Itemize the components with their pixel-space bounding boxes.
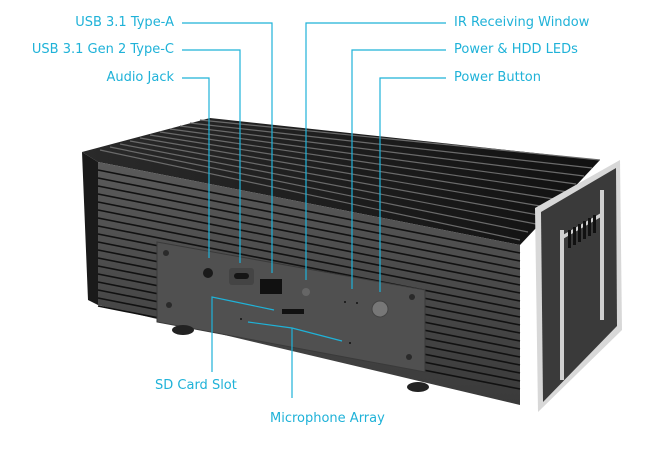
screw-icon (166, 302, 172, 308)
top-fin (189, 122, 593, 169)
leader-lines (182, 22, 446, 398)
top-fin (199, 119, 601, 161)
sd-card-slot (282, 309, 304, 314)
label-usb-c: USB 3.1 Gen 2 Type-C (31, 42, 174, 57)
fin-groove (97, 177, 521, 262)
power-led (344, 301, 346, 303)
usb-a-port (260, 279, 282, 294)
leader-usb-a (182, 22, 273, 273)
fin-groove (97, 193, 521, 278)
fin-groove (97, 169, 521, 254)
leader-usb-c (182, 49, 241, 263)
top-fin (159, 131, 569, 193)
label-microphone-array: Microphone Array (270, 411, 385, 426)
hdd-led (356, 302, 358, 304)
foot (172, 325, 194, 335)
end-plate (535, 160, 622, 412)
left-edge (82, 152, 98, 305)
fin-groove (97, 201, 521, 286)
label-usb-a: USB 3.1 Type-A (75, 15, 174, 30)
leader-sd (211, 296, 275, 372)
vent-slot (568, 230, 571, 248)
fin-groove (97, 185, 521, 270)
mic-hole (240, 318, 242, 320)
foot (407, 382, 429, 392)
top-fin (129, 140, 545, 217)
top-fin (119, 143, 537, 225)
leader-ir (305, 22, 446, 280)
label-leds: Power & HDD LEDs (454, 42, 578, 57)
ir-window (302, 288, 310, 296)
audio-jack-port (203, 268, 213, 278)
usb-c-port (234, 273, 249, 279)
top-fin (99, 149, 521, 241)
vent-slot (583, 221, 586, 239)
fin-groove (97, 225, 521, 310)
io-panel (156, 241, 426, 373)
leader-power (379, 77, 446, 292)
label-sd-card-slot: SD Card Slot (155, 378, 237, 393)
screw-icon (406, 354, 412, 360)
top-fin (149, 134, 561, 201)
top-fin (179, 125, 585, 177)
label-ir-window: IR Receiving Window (454, 15, 590, 30)
label-power-button: Power Button (454, 70, 541, 85)
leader-audio (182, 77, 210, 258)
vent-slot (593, 215, 596, 233)
power-button-icon (371, 300, 389, 318)
leader-leds (351, 49, 446, 289)
screw-icon (163, 250, 169, 256)
label-audio-jack: Audio Jack (106, 70, 174, 85)
top-fin (109, 146, 529, 233)
vent-slot (578, 224, 581, 242)
screw-icon (409, 294, 415, 300)
vent-slot (588, 218, 591, 236)
fin-groove (97, 217, 521, 302)
top-fin (169, 128, 577, 185)
mic-hole (349, 342, 351, 344)
vent-slot (573, 227, 576, 245)
fin-groove (97, 209, 521, 294)
